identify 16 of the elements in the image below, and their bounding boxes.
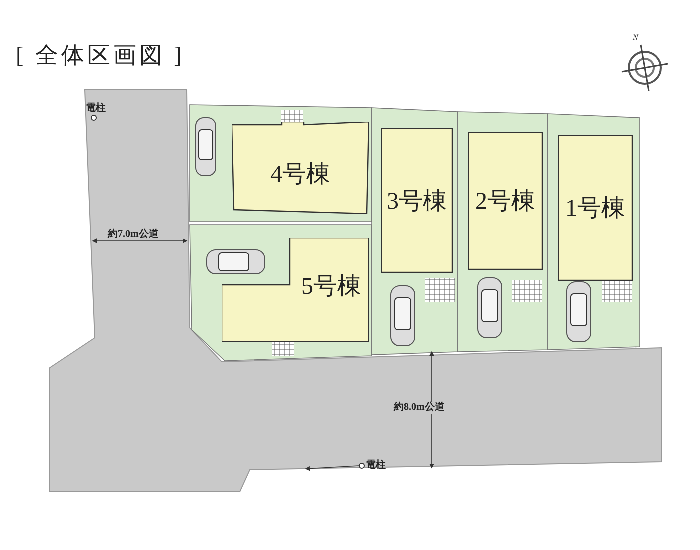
title: [ 全体区画図 ]	[16, 42, 185, 70]
building-label: 1号棟	[566, 195, 626, 224]
building-label: 4号棟	[270, 161, 330, 190]
building-footprint	[222, 238, 369, 342]
building-label: 5号棟	[302, 273, 362, 302]
building-footprint	[232, 122, 369, 214]
road-width-label: 約7.0m公道	[108, 230, 159, 240]
building-label: 2号棟	[476, 188, 536, 217]
building-label: 3号棟	[387, 188, 447, 216]
compass-north-label: N	[633, 34, 638, 42]
building-footprint	[381, 128, 453, 273]
road-width-label: 約8.0m公道	[392, 402, 447, 414]
utility-pole-label: 電柱	[366, 461, 386, 471]
utility-pole-label: 電柱	[86, 104, 106, 114]
building-footprint	[468, 132, 543, 270]
building-footprint	[558, 135, 633, 281]
